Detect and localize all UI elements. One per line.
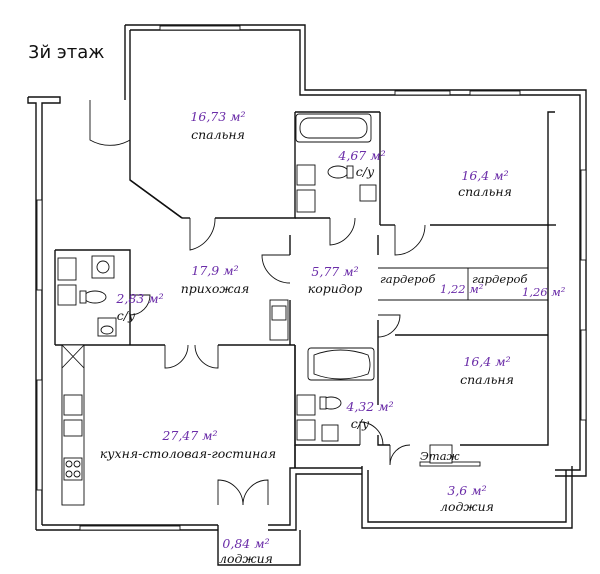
room-wardrobe-1: гардероб 1,22 м²: [380, 272, 484, 296]
loggia-1-area: 3,6 м²: [447, 483, 486, 498]
loggia-2-name: лоджия: [219, 551, 273, 566]
wardrobe-2-name: гардероб: [472, 272, 528, 286]
room-bedroom-2: 16,4 м² спальня: [458, 168, 512, 199]
bedroom-1-area: 16,73 м²: [190, 109, 245, 124]
floor-title: 3й этаж: [28, 42, 104, 63]
bathroom-3-fixtures: [296, 394, 342, 442]
wc-1-area: 4,67 м²: [337, 148, 385, 163]
bedroom-3-area: 16,4 м²: [463, 354, 510, 369]
hall-area: 17,9 м²: [191, 263, 238, 278]
room-corridor: 5,77 м² коридор: [308, 264, 363, 296]
kitchen-area: 27,47 м²: [161, 428, 217, 443]
bathroom-2-fixtures: [57, 255, 117, 337]
wc-2-area: 2,83 м²: [115, 291, 163, 306]
room-kitchen: 27,47 м² кухня-столовая-гостиная: [100, 428, 276, 461]
wc-2-name: с/у: [117, 308, 136, 323]
bedroom-2-area: 16,4 м²: [461, 168, 508, 183]
bathtub-1: [295, 113, 372, 143]
kitchen-counter: [61, 344, 85, 506]
bedroom-3-name: спальня: [460, 372, 514, 387]
wc-1-name: с/у: [356, 164, 375, 179]
hall-name: прихожая: [181, 281, 250, 296]
outer-walls: [27, 24, 587, 566]
bedroom-2-name: спальня: [458, 184, 512, 199]
room-wc-1: 4,67 м² с/у: [337, 148, 385, 179]
hall-cabinet: [269, 299, 289, 341]
loggia-2-area: 0,84 м²: [222, 536, 269, 551]
wardrobe-2-area: 1,26 м²: [522, 285, 566, 299]
room-hall: 17,9 м² прихожая: [181, 263, 250, 296]
room-wardrobe-2: гардероб 1,26 м²: [472, 272, 566, 299]
bathroom-1-fixtures: [296, 164, 377, 213]
corridor-area: 5,77 м²: [311, 264, 358, 279]
wardrobe-1-name: гардероб: [380, 272, 436, 286]
room-wc-3: 4,32 м² с/у: [345, 399, 393, 431]
wc-3-area: 4,32 м²: [345, 399, 393, 414]
kitchen-name: кухня-столовая-гостиная: [100, 446, 276, 461]
room-wc-2: 2,83 м² с/у: [115, 291, 163, 323]
room-loggia-2: 0,84 м² лоджия: [219, 536, 273, 566]
corridor-name: коридор: [308, 281, 363, 296]
bedroom-1-name: спальня: [191, 127, 245, 142]
wc-3-name: с/у: [351, 416, 370, 431]
stairs-label: Этаж: [420, 449, 460, 463]
bathtub-2: [307, 347, 375, 381]
doors: [89, 100, 426, 506]
windows: [36, 25, 587, 531]
interior-walls: [54, 100, 556, 505]
loggia-1-name: лоджия: [440, 499, 494, 514]
wardrobe-1-area: 1,22 м²: [440, 282, 484, 296]
room-bedroom-3: 16,4 м² спальня: [460, 354, 514, 387]
room-bedroom-1: 16,73 м² спальня: [190, 109, 245, 142]
room-loggia-1: 3,6 м² лоджия: [440, 483, 494, 514]
stairs-marker: [429, 444, 453, 464]
